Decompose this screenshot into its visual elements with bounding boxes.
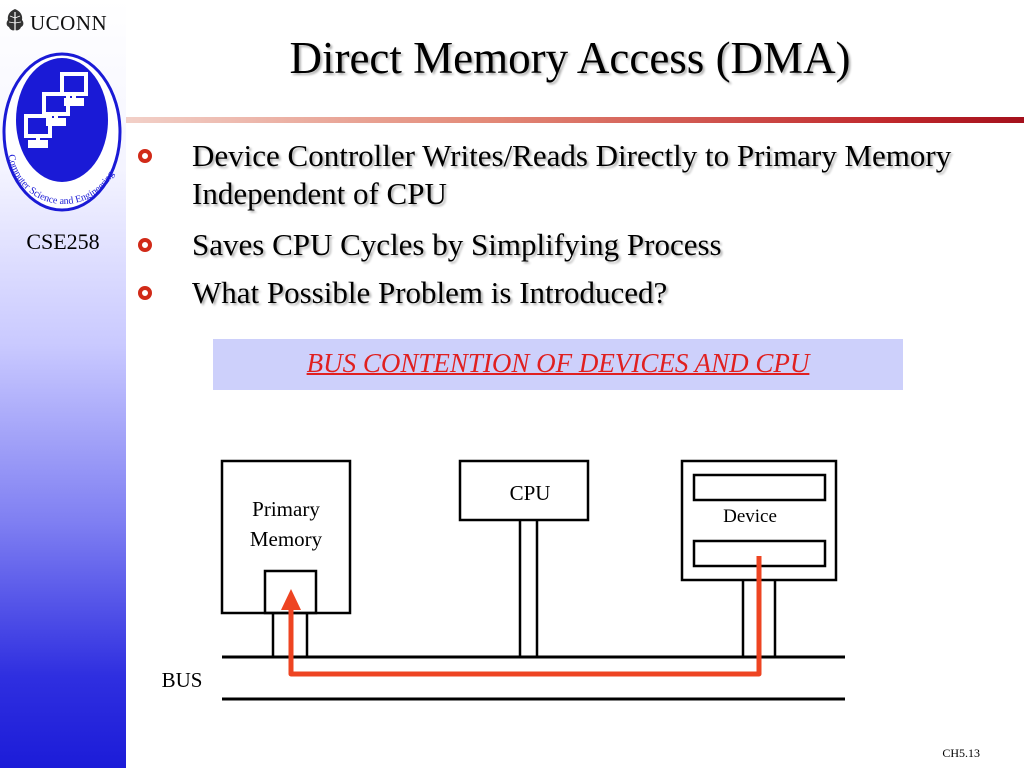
university-name: UCONN — [30, 11, 108, 35]
cpu-label: CPU — [509, 481, 551, 505]
dma-transfer-arrow — [281, 556, 762, 677]
bullet-circle-icon — [138, 238, 152, 252]
bullet-circle-icon — [138, 149, 152, 163]
sidebar: UCONN Computer Science and Engineering — [0, 0, 126, 768]
uconn-wordmark: UCONN — [4, 6, 122, 36]
bus-label: BUS — [161, 668, 203, 692]
arrowhead-up-icon — [281, 589, 301, 610]
networked-computers-icon — [24, 72, 88, 148]
cse-logo: Computer Science and Engineering — [2, 52, 122, 212]
bullet-text: Saves CPU Cycles by Simplifying Process — [192, 227, 722, 262]
device-label: Device — [723, 506, 777, 527]
bullet-circle-icon — [138, 286, 152, 300]
oak-leaf-icon — [6, 9, 24, 33]
answer-text: BUS CONTENTION OF DEVICES AND CPU — [306, 348, 810, 378]
bullet-item: What Possible Problem is Introduced? — [138, 274, 1008, 314]
bullet-text: What Possible Problem is Introduced? — [192, 275, 668, 310]
bullet-item: Device Controller Writes/Reads Directly … — [138, 137, 1008, 217]
memory-label: Primary Memory — [249, 497, 323, 551]
answer-box: BUS CONTENTION OF DEVICES AND CPU — [213, 339, 903, 390]
device-register-top — [692, 473, 827, 502]
bullet-item: Saves CPU Cycles by Simplifying Process — [138, 226, 1008, 266]
title-divider — [126, 117, 1024, 123]
course-code: CSE258 — [26, 229, 100, 254]
cpu-box — [458, 459, 590, 522]
slide-title: Direct Memory Access (DMA) — [289, 33, 851, 83]
slide-number: CH5.13 — [942, 746, 980, 760]
bullet-text: Device Controller Writes/Reads Directly … — [192, 138, 952, 211]
